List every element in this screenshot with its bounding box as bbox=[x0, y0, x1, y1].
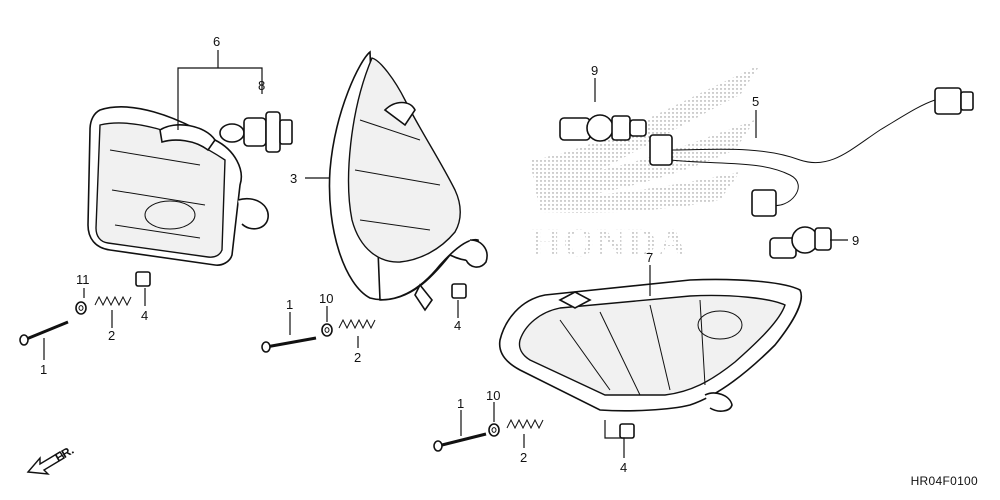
callout-2-center: 2 bbox=[354, 350, 361, 365]
callout-7: 7 bbox=[646, 250, 653, 265]
clip-nut-center[interactable] bbox=[451, 283, 467, 299]
leader-lines bbox=[43, 50, 848, 458]
spring-left[interactable] bbox=[94, 295, 132, 307]
callout-1-left: 1 bbox=[40, 362, 47, 377]
callout-9-upper: 9 bbox=[591, 63, 598, 78]
callout-4-right: 4 bbox=[620, 460, 627, 475]
callout-1-center: 1 bbox=[286, 297, 293, 312]
headlight-bulb[interactable] bbox=[219, 111, 293, 153]
callout-5: 5 bbox=[752, 94, 759, 109]
spring-right[interactable] bbox=[506, 418, 544, 430]
headlight-unit-center[interactable] bbox=[328, 50, 488, 312]
front-direction-arrow: FR. bbox=[26, 443, 76, 475]
honda-wing-watermark bbox=[530, 65, 760, 213]
callout-2-left: 2 bbox=[108, 328, 115, 343]
screw-center[interactable] bbox=[261, 336, 317, 353]
callout-10-right: 10 bbox=[486, 388, 500, 403]
callout-2-right: 2 bbox=[520, 450, 527, 465]
bulb-socket-upper[interactable] bbox=[559, 114, 647, 142]
callout-3: 3 bbox=[290, 171, 297, 186]
spring-center[interactable] bbox=[338, 318, 376, 330]
callout-11: 11 bbox=[76, 272, 90, 287]
callout-8: 8 bbox=[258, 78, 265, 93]
bulb-socket-lower[interactable] bbox=[769, 226, 832, 259]
headlight-assembly-left[interactable] bbox=[87, 106, 269, 266]
callout-1-right: 1 bbox=[457, 396, 464, 411]
screw-right[interactable] bbox=[433, 432, 487, 452]
honda-watermark-text: HONDA bbox=[530, 220, 689, 265]
screw-left[interactable] bbox=[19, 320, 69, 346]
callout-10-center: 10 bbox=[319, 291, 333, 306]
washer-right[interactable] bbox=[488, 423, 500, 437]
callout-9-lower: 9 bbox=[852, 233, 859, 248]
headlight-unit-right[interactable] bbox=[498, 278, 802, 412]
wire-harness[interactable] bbox=[649, 87, 974, 217]
diagram-reference-code: HR04F0100 bbox=[910, 474, 978, 488]
callout-4-left: 4 bbox=[141, 308, 148, 323]
callout-labels: 6 8 3 9 5 9 7 11 2 4 1 1 10 2 4 1 10 2 4 bbox=[40, 34, 859, 475]
washer-center[interactable] bbox=[321, 323, 333, 337]
washer-left[interactable] bbox=[75, 301, 87, 315]
callout-4-center: 4 bbox=[454, 318, 461, 333]
clip-nut-right[interactable] bbox=[619, 423, 635, 439]
clip-nut-left[interactable] bbox=[135, 271, 151, 287]
callout-6: 6 bbox=[213, 34, 220, 49]
